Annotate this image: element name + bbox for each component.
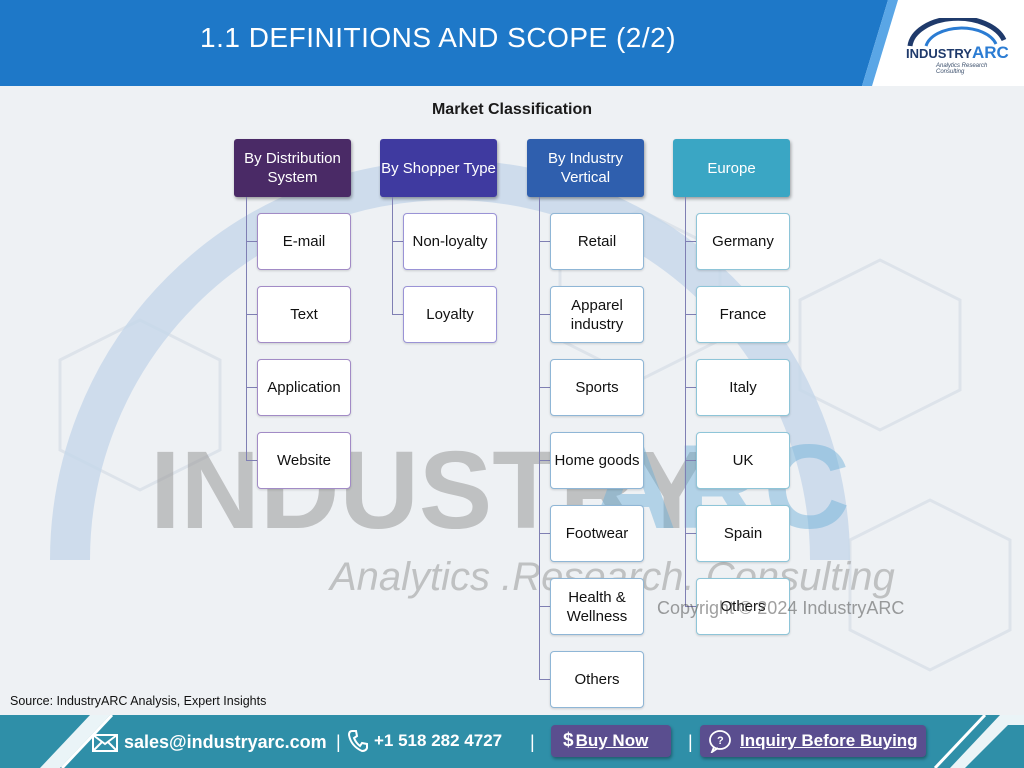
category-header: By Shopper Type xyxy=(380,139,497,197)
footer-separator: | xyxy=(688,732,693,752)
connector-branch xyxy=(539,533,550,534)
connector-branch xyxy=(685,460,696,461)
classification-item: Germany xyxy=(696,213,790,270)
connector-trunk xyxy=(685,197,686,606)
connector-branch xyxy=(685,387,696,388)
dollar-icon: $ xyxy=(563,730,574,751)
classification-item: Sports xyxy=(550,359,644,416)
connector-trunk xyxy=(246,197,247,460)
classification-item: Home goods xyxy=(550,432,644,489)
connector-branch xyxy=(392,314,403,315)
buy-now-button[interactable]: $ Buy Now xyxy=(551,725,671,757)
connector-branch xyxy=(246,460,257,461)
connector-branch xyxy=(539,314,550,315)
classification-item: UK xyxy=(696,432,790,489)
connector-branch xyxy=(539,606,550,607)
page-title: 1.1 DEFINITIONS AND SCOPE (2/2) xyxy=(200,22,677,53)
classification-item: Website xyxy=(257,432,351,489)
classification-item: France xyxy=(696,286,790,343)
connector-branch xyxy=(539,387,550,388)
logo-tagline: Analytics Research Consulting xyxy=(936,63,988,75)
footer-separator: | xyxy=(530,732,535,752)
classification-item: Text xyxy=(257,286,351,343)
svg-text:?: ? xyxy=(717,735,724,747)
classification-item: Health & Wellness xyxy=(550,578,644,635)
classification-item: Apparel industry xyxy=(550,286,644,343)
phone-icon xyxy=(348,730,368,752)
classification-item: Others xyxy=(550,651,644,708)
logo-text-suffix: ARC xyxy=(971,43,1009,62)
inquiry-label: Inquiry Before Buying xyxy=(740,731,918,750)
connector-branch xyxy=(685,606,696,607)
connector-branch xyxy=(539,679,550,680)
copyright-watermark: Copyright © 2024 IndustryARC xyxy=(657,598,905,618)
category-header: By Industry Vertical xyxy=(527,139,644,197)
header-background xyxy=(0,0,1024,86)
connector-branch xyxy=(685,314,696,315)
connector-trunk xyxy=(392,197,393,314)
connector-branch xyxy=(246,241,257,242)
classification-item: Footwear xyxy=(550,505,644,562)
footer-phone[interactable]: +1 518 282 4727 xyxy=(348,730,502,752)
industryarc-logo: INDUSTRYARC Analytics Research Consultin… xyxy=(900,18,1016,75)
header-bar: 1.1 DEFINITIONS AND SCOPE (2/2) INDUSTRY… xyxy=(0,0,1024,86)
footer-email[interactable]: sales@industryarc.com xyxy=(92,732,327,753)
footer-phone-text: +1 518 282 4727 xyxy=(374,731,503,750)
inquiry-button[interactable]: ? Inquiry Before Buying xyxy=(700,725,926,757)
connector-trunk xyxy=(539,197,540,679)
classification-item: Application xyxy=(257,359,351,416)
connector-branch xyxy=(685,241,696,242)
connector-branch xyxy=(685,533,696,534)
connector-branch xyxy=(392,241,403,242)
connector-branch xyxy=(246,314,257,315)
connector-branch xyxy=(539,241,550,242)
classification-item: Loyalty xyxy=(403,286,497,343)
classification-item: Others xyxy=(696,578,790,635)
logo-text: INDUSTRYARC xyxy=(906,43,1009,63)
chat-icon: ? xyxy=(709,730,731,753)
source-note: Source: IndustryARC Analysis, Expert Ins… xyxy=(10,694,267,708)
classification-item: E-mail xyxy=(257,213,351,270)
footer-separator: | xyxy=(336,732,341,752)
mail-icon xyxy=(92,733,118,752)
connector-branch xyxy=(246,387,257,388)
logo-arc-icon xyxy=(907,18,1007,47)
buy-now-label: Buy Now xyxy=(575,731,649,750)
section-title: Market Classification xyxy=(431,101,593,118)
classification-item: Retail xyxy=(550,213,644,270)
classification-item: Italy xyxy=(696,359,790,416)
category-header: By Distribution System xyxy=(234,139,351,197)
connector-branch xyxy=(539,460,550,461)
logo-text-prefix: INDUSTRY xyxy=(906,46,972,61)
footer-email-text: sales@industryarc.com xyxy=(124,732,327,752)
classification-item: Spain xyxy=(696,505,790,562)
classification-item: Non-loyalty xyxy=(403,213,497,270)
category-header: Europe xyxy=(673,139,790,197)
